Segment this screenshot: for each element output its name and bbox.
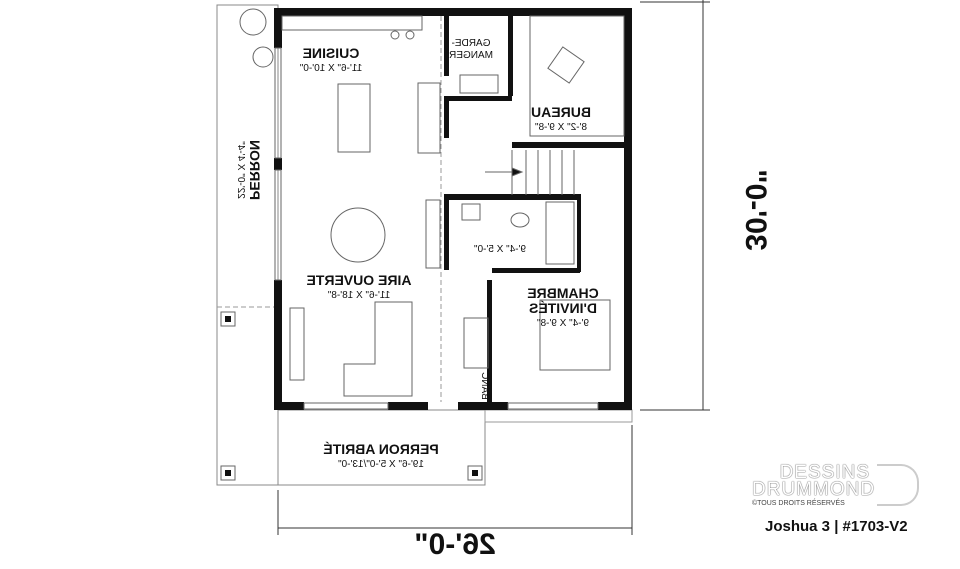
covered-porch-size: 19'-6" X 5'-0"/13'-0" <box>338 459 424 470</box>
office-size: 8'-2" X 9'-8" <box>535 122 588 133</box>
brand-line-1: DESSINS <box>779 462 870 483</box>
guest-room-size: 9'-4" X 9'-8" <box>537 318 590 329</box>
windows <box>274 47 599 410</box>
kitchen-counter <box>281 15 423 31</box>
bench-icon <box>463 317 489 369</box>
width-dimension: 26'-0" <box>414 528 495 561</box>
open-area-size: 11'-6" X 18'-8" <box>327 290 390 301</box>
porch-post-icon <box>220 465 236 481</box>
porch-post-icon <box>220 311 236 327</box>
office-label: BUREAU <box>531 104 591 120</box>
bench-label: BANC <box>479 372 490 400</box>
stairs <box>485 150 575 195</box>
tv-unit <box>289 307 305 381</box>
brand-mark-icon <box>877 464 919 506</box>
dining-table-icon <box>330 207 386 263</box>
guest-room-label-2: D'INVITÉS <box>529 300 597 316</box>
open-area-label: AIRE OUVERTE <box>306 272 411 288</box>
bathroom-size: 9'-4" X 5'-0" <box>474 244 527 255</box>
porch-chair-icon <box>239 8 267 36</box>
bed-icon <box>539 299 611 371</box>
dimension-lines <box>277 0 710 535</box>
pantry-label-2: MANGER <box>449 50 493 61</box>
guest-room-label-1: CHAMBRE <box>527 285 599 301</box>
kitchen-island <box>337 83 371 153</box>
covered-porch <box>277 409 486 486</box>
side-porch-label: PERRON <box>247 140 263 200</box>
plan-name: Joshua 3 | #1703-V2 <box>765 518 908 535</box>
walls <box>274 8 632 410</box>
brand-line-2: DRUMMOND <box>752 479 876 500</box>
pantry-label-1: GARDE- <box>452 38 491 49</box>
porch-table-icon <box>252 46 274 68</box>
side-porch-size: 22'-0" X 4'-4" <box>235 141 246 199</box>
side-porch <box>216 4 279 486</box>
depth-dimension: 30'-0" <box>739 169 772 250</box>
office-chair-icon <box>547 46 585 84</box>
covered-porch-label: PERRON ABRITÉ <box>323 441 438 457</box>
kitchen-size: 11'-6" X 10'-0" <box>299 63 362 74</box>
brand-rights: ©TOUS DROITS RÉSERVÉS <box>752 500 845 507</box>
desk-icon <box>529 15 625 137</box>
brand-logo: DESSINS DRUMMOND ©TOUS DROITS RÉSERVÉS <box>752 462 876 507</box>
porch-post-icon <box>467 465 483 481</box>
kitchen-label: CUISINE <box>303 45 360 61</box>
sofa-icon <box>343 301 413 397</box>
